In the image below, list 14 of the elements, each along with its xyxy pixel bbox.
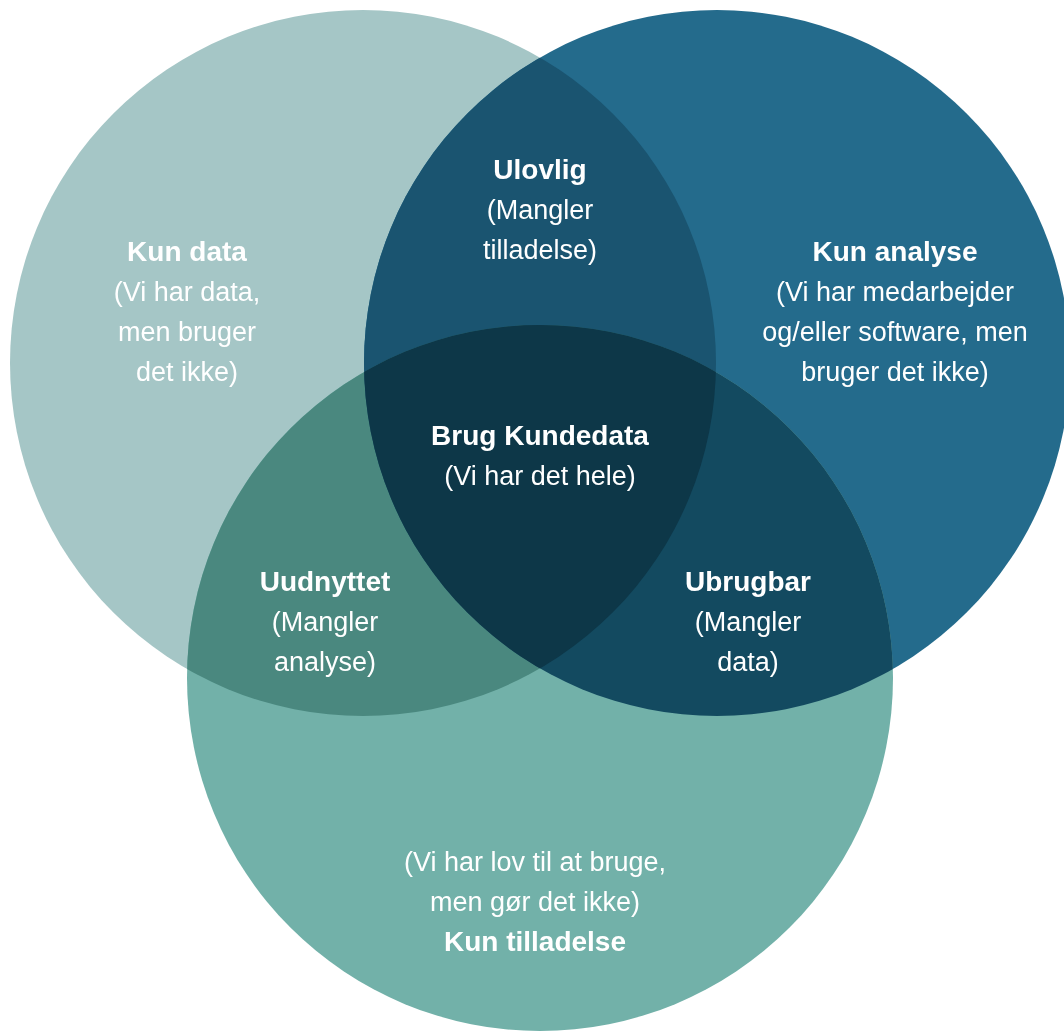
heading-text: Kun analyse <box>811 235 979 269</box>
heading-text: Ulovlig <box>492 153 588 187</box>
body-text: (Mangler data) <box>693 606 803 679</box>
heading-text: Uudnyttet <box>258 565 392 599</box>
body-text: (Vi har data, men bruger det ikke) <box>112 276 262 389</box>
body-text: (Mangler analyse) <box>270 606 380 679</box>
heading-text: Kun tilladelse <box>442 925 627 959</box>
heading-text: Kun data <box>126 235 248 269</box>
body-text: (Vi har det hele) <box>443 460 637 493</box>
body-text: (Vi har medarbejder og/eller software, men bruger det ikke) <box>761 276 1029 389</box>
body-text: (Vi har lov til at bruge, men gør det ikke) <box>402 846 668 919</box>
heading-text: Ubrugbar <box>684 565 812 599</box>
body-text: (Mangler tilladelse) <box>481 194 599 267</box>
heading-text: Brug Kundedata <box>430 419 650 453</box>
